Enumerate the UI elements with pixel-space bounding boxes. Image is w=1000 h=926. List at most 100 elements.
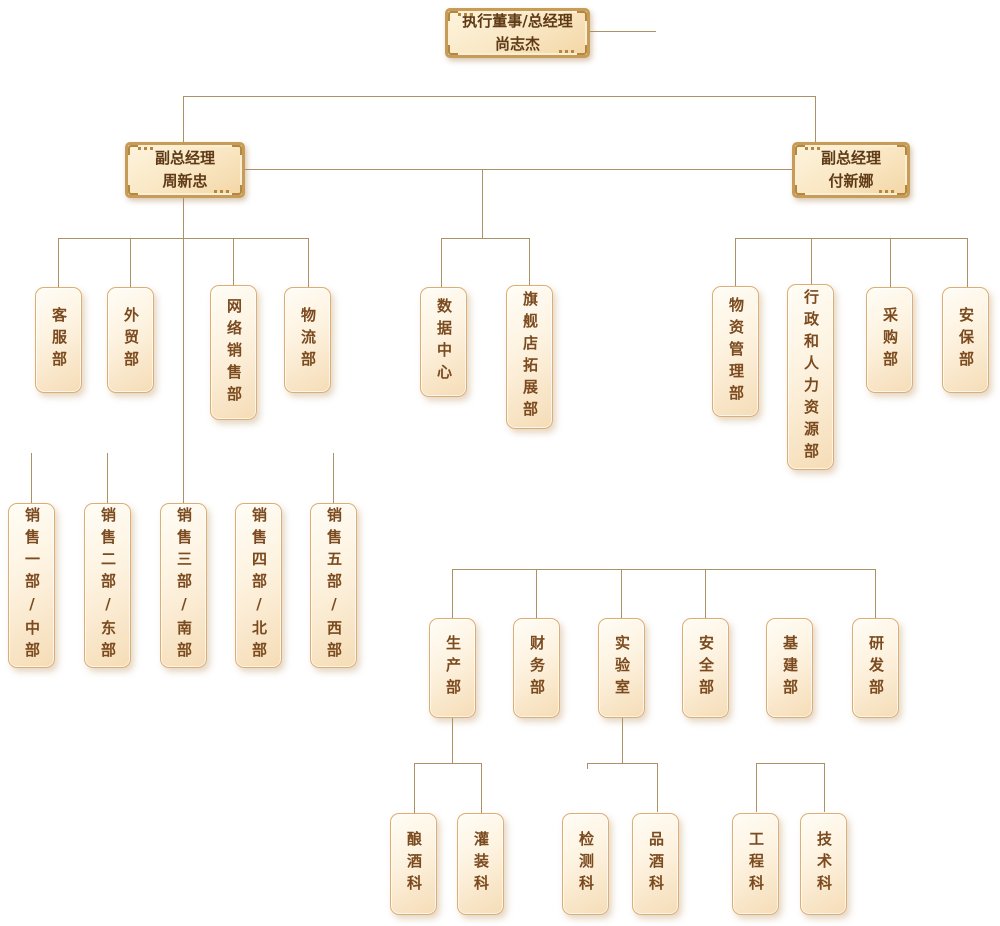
connector-riser-deputy-left: [183, 96, 184, 142]
connector-laboratory-drop: [622, 718, 623, 763]
connector-stub-sales-1: [31, 453, 32, 503]
connector-root-right-stub: [588, 31, 656, 32]
connector-stub-logistics: [308, 238, 309, 287]
node-inspection-section[interactable]: 检测科: [562, 813, 609, 915]
connector-stub-tasting: [657, 763, 658, 812]
dept-label: 销售二部/东部: [99, 507, 117, 664]
dept-label: 旗舰店拓展部: [521, 291, 539, 423]
dept-label: 物资管理部: [727, 296, 745, 407]
node-foreign-trade[interactable]: 外贸部: [107, 287, 154, 393]
frame-corner-ornament: [448, 45, 458, 55]
dept-label: 酿酒科: [405, 831, 423, 897]
frame-corner-ornament: [577, 11, 587, 21]
connector-stub-rnd: [875, 569, 876, 618]
connector-stub-flagship: [529, 238, 530, 285]
node-data-center[interactable]: 数据中心: [420, 287, 467, 397]
node-procurement[interactable]: 采购部: [866, 287, 913, 393]
dept-label: 品酒科: [647, 831, 665, 897]
frame-dots-ornament: [805, 147, 823, 150]
dept-label: 销售五部/西部: [325, 507, 343, 664]
node-safety[interactable]: 安全部: [682, 618, 729, 718]
node-technology-section[interactable]: 技术科: [800, 813, 847, 915]
node-engineering-section[interactable]: 工程科: [732, 813, 779, 915]
frame-corner-ornament: [448, 11, 458, 21]
connector-deputy-left-trunk: [183, 198, 184, 503]
connector-left-children: [58, 238, 308, 239]
frame-corner-ornament: [795, 145, 805, 155]
connector-stub-production: [452, 569, 453, 618]
node-deputy-left[interactable]: 副总经理 周新忠: [125, 142, 245, 198]
frame-corner-ornament: [232, 145, 242, 155]
node-infrastructure[interactable]: 基建部: [766, 618, 813, 718]
connector-stub-technology: [824, 763, 825, 812]
connector-stub-filling: [481, 763, 482, 813]
node-sales-1-central[interactable]: 销售一部/中部: [8, 503, 55, 668]
node-logistics[interactable]: 物流部: [284, 287, 331, 393]
connector-operations-row: [452, 569, 875, 570]
frame-corner-ornament: [897, 145, 907, 155]
connector-stub-laboratory: [621, 569, 622, 618]
connector-deputies-mid: [245, 169, 792, 170]
node-admin-hr[interactable]: 行政和人力资源部: [787, 284, 834, 470]
deputy-left-name: 周新忠: [162, 172, 208, 190]
frame-corner-ornament: [577, 45, 587, 55]
root-title: 执行董事/总经理: [462, 11, 573, 30]
connector-stub-brewing: [414, 763, 415, 813]
connector-right-children: [735, 238, 968, 239]
frame-dots-ornament: [138, 147, 156, 150]
dept-label: 财务部: [528, 635, 546, 701]
node-security-guard[interactable]: 安保部: [942, 287, 989, 393]
node-deputy-right[interactable]: 副总经理 付新娜: [792, 142, 910, 198]
dept-label: 销售四部/北部: [250, 507, 268, 664]
dept-label: 客服部: [50, 307, 68, 373]
node-root-general-manager[interactable]: 执行董事/总经理 尚志杰: [445, 8, 590, 58]
dept-label: 灌装科: [472, 831, 490, 897]
deputy-right-name: 付新娜: [828, 172, 874, 190]
dept-label: 数据中心: [435, 298, 453, 386]
node-sales-4-north[interactable]: 销售四部/北部: [235, 503, 282, 668]
node-production[interactable]: 生产部: [429, 618, 476, 718]
node-sales-5-west[interactable]: 销售五部/西部: [310, 503, 357, 668]
connector-center-children: [441, 238, 529, 239]
connector-production-drop: [452, 718, 453, 763]
node-online-sales[interactable]: 网络销售部: [210, 285, 257, 420]
dept-label: 工程科: [747, 831, 765, 897]
node-sales-3-south[interactable]: 销售三部/南部: [160, 503, 207, 668]
dept-label: 物流部: [299, 307, 317, 373]
connector-deputies-top: [183, 96, 816, 97]
node-flagship-expansion[interactable]: 旗舰店拓展部: [506, 285, 553, 429]
connector-engineering-children: [756, 763, 824, 764]
connector-stub-safety: [705, 569, 706, 618]
connector-laboratory-children: [587, 763, 657, 764]
dept-label: 实验室: [613, 635, 631, 701]
root-name: 尚志杰: [494, 35, 540, 53]
node-tasting-section[interactable]: 品酒科: [632, 813, 679, 915]
node-finance[interactable]: 财务部: [513, 618, 560, 718]
deputy-left-title: 副总经理: [154, 148, 215, 167]
dept-label: 检测科: [577, 831, 595, 897]
frame-dots-ornament: [214, 190, 232, 193]
frame-dots-ornament: [559, 50, 577, 53]
node-material-mgmt[interactable]: 物资管理部: [712, 286, 759, 417]
connector-stub-procurement: [890, 238, 891, 287]
dept-label: 行政和人力资源部: [802, 289, 820, 465]
dept-label: 安全部: [697, 635, 715, 701]
node-brewing-section[interactable]: 酿酒科: [390, 813, 437, 915]
connector-stub-foreign-trade: [130, 238, 131, 287]
node-customer-service[interactable]: 客服部: [35, 287, 82, 393]
dept-label: 销售一部/中部: [23, 507, 41, 664]
connector-production-children: [414, 763, 481, 764]
node-rnd[interactable]: 研发部: [852, 618, 899, 718]
node-filling-section[interactable]: 灌装科: [457, 813, 504, 915]
node-sales-2-east[interactable]: 销售二部/东部: [84, 503, 131, 668]
connector-stub-material-mgmt: [735, 238, 736, 286]
connector-stub-sales-5: [333, 453, 334, 503]
dept-label: 采购部: [881, 307, 899, 373]
frame-corner-ornament: [128, 185, 138, 195]
node-laboratory[interactable]: 实验室: [598, 618, 645, 718]
connector-riser-deputy-right: [815, 96, 816, 142]
connector-tick-inspection: [587, 763, 588, 769]
frame-corner-ornament: [232, 185, 242, 195]
frame-corner-ornament: [795, 185, 805, 195]
